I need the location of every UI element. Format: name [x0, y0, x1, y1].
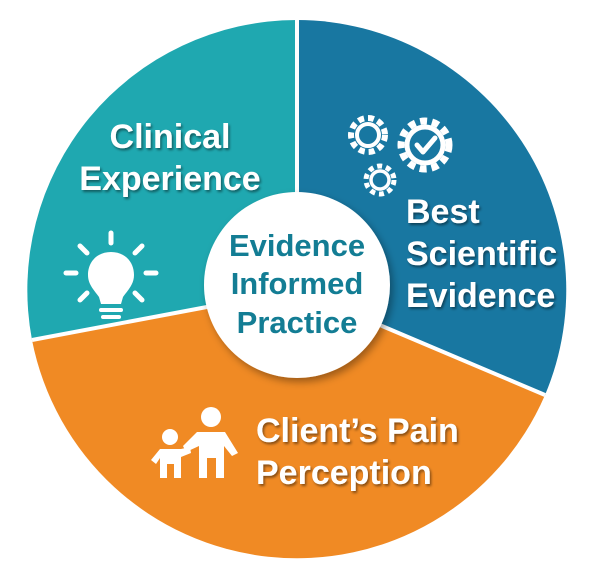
people-icon: [151, 407, 238, 478]
gears-icon: [348, 115, 453, 197]
center-circle: [204, 192, 390, 378]
scientific-label-line1: Best: [406, 193, 480, 231]
center-label-line3: Practice: [237, 305, 358, 340]
client-label-line2: Perception: [256, 454, 432, 492]
clients-pain-perception-segment: [32, 290, 545, 559]
center-label-line2: Informed: [231, 266, 364, 301]
lightbulb-icon: [63, 230, 159, 319]
scientific-label-line2: Scientific: [406, 235, 557, 273]
scientific-label-line3: Evidence: [406, 277, 555, 315]
clinical-label-line1: Clinical: [110, 118, 231, 156]
center-label-line1: Evidence: [229, 228, 365, 263]
clinical-label-line2: Experience: [79, 160, 260, 198]
client-label-line1: Client’s Pain: [256, 412, 459, 450]
